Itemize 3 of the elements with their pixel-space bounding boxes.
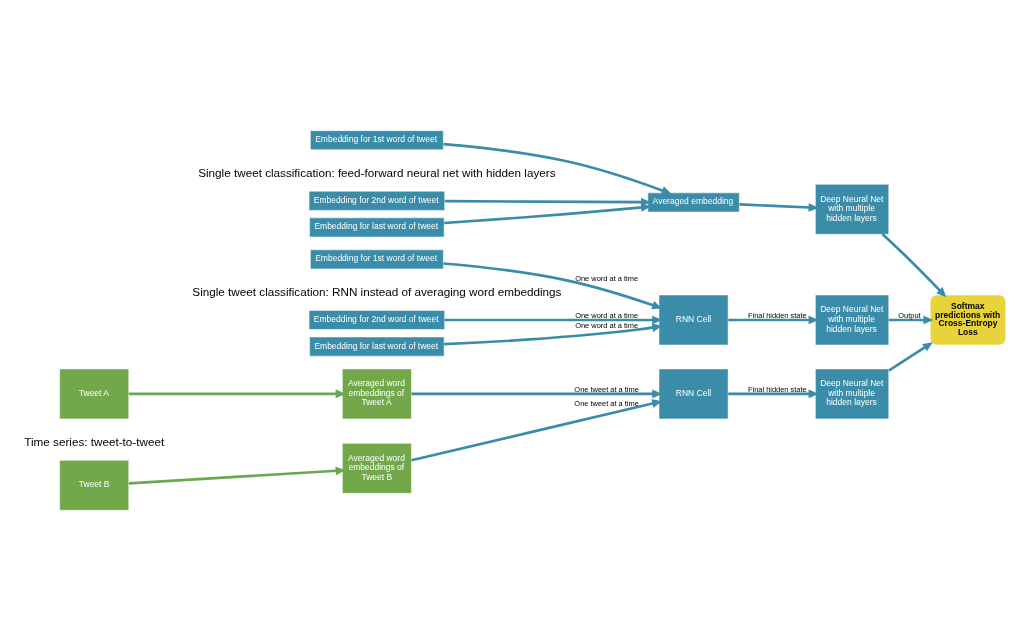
- label: Time series: tweet-to-tweet: [24, 435, 165, 449]
- label: Single tweet classification: RNN instead of averaging word embeddings: [192, 285, 562, 299]
- label: Single tweet classification: feed-forward neural net with hidden layers: [198, 166, 556, 180]
